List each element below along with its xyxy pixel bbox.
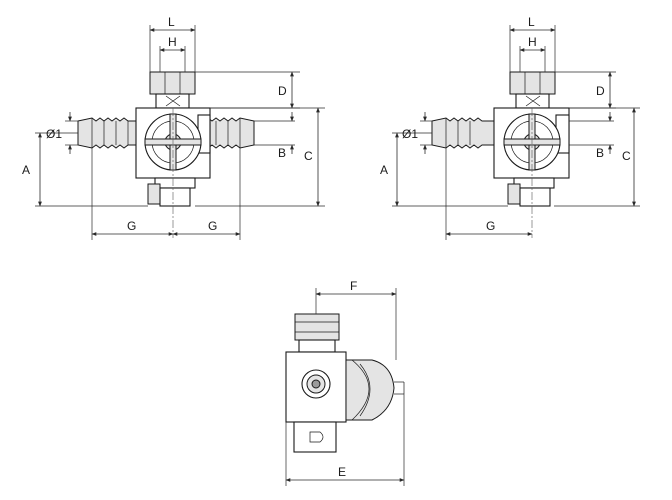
dim-label-B-2: B [596,146,604,160]
dim-label-H-2: H [528,35,537,49]
dim-label-A-2: A [380,163,388,177]
side-top-nut [294,313,340,341]
top-nut-2 [509,71,556,95]
dim-label-L: L [168,15,175,29]
dim-label-A: A [22,163,30,177]
left-hose-barb [77,117,137,149]
dim-label-G-right: G [208,219,217,233]
front-view-two-outlets: L H D C B A Ø1 G [22,15,325,240]
top-nut [149,71,196,95]
dim-label-G-2: G [486,219,495,233]
dim-label-C-2: C [622,149,631,163]
dim-label-O1-2: Ø1 [402,127,418,141]
dim-label-H: H [168,35,177,49]
bottom-connector-2 [507,183,521,205]
dim-label-G-left: G [127,219,136,233]
side-bottom-connector [293,421,337,453]
dim-label-E: E [338,465,346,479]
dim-label-L-2: L [528,15,535,29]
single-hose-barb [431,117,495,149]
dim-label-B: B [278,146,286,160]
dim-label-D-2: D [596,84,605,98]
dim-label-F: F [350,279,357,293]
dim-label-D: D [278,84,287,98]
side-view: F E [285,279,405,486]
dim-label-O1: Ø1 [46,127,62,141]
front-view-single-outlet: L H D C B A Ø1 G [380,15,640,240]
bottom-connector [147,183,161,205]
dim-label-C: C [304,149,313,163]
